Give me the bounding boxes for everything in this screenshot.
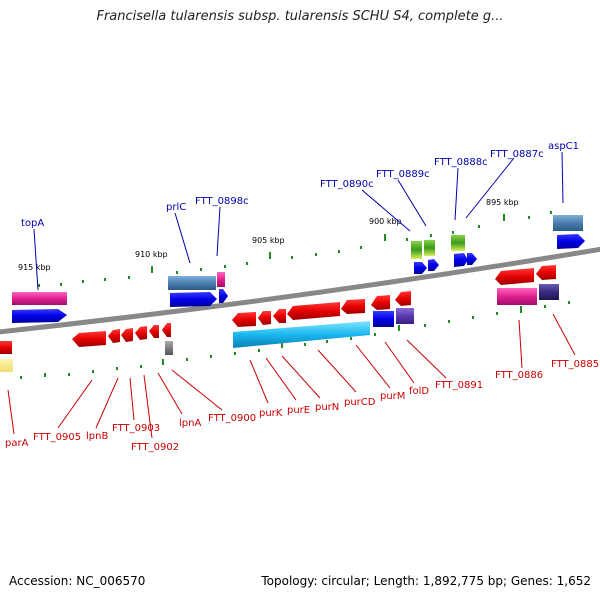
scale-tick-915: 915 kbp	[18, 263, 51, 272]
gene-FTT_0891-annotation	[396, 308, 414, 324]
genome-backbone	[0, 246, 600, 335]
gene-FTT_0885[interactable]	[536, 265, 556, 280]
label-purN[interactable]: purN	[315, 402, 339, 413]
label-prlC[interactable]: prlC	[166, 202, 186, 213]
gene-folD[interactable]	[371, 295, 390, 310]
gene-FTT_0889c-annotation	[424, 240, 435, 256]
gene-FTT_0898c[interactable]	[219, 289, 228, 303]
label-aspC1[interactable]: aspC1	[548, 141, 579, 152]
topology-text: Topology: circular; Length: 1,892,775 bp…	[261, 574, 591, 588]
accession-text: Accession: NC_006570	[9, 574, 146, 588]
bottom-strand-genes	[0, 265, 559, 372]
gene-FTT_0887c[interactable]	[467, 253, 477, 265]
gene-FTT_0890c[interactable]	[414, 262, 427, 274]
gene-purE[interactable]	[258, 311, 271, 325]
label-FTT_0890c[interactable]: FTT_0890c	[320, 179, 374, 190]
gene-FTT_0902[interactable]	[135, 326, 147, 340]
gene-parA-annotation	[0, 359, 13, 372]
label-FTT_0898c[interactable]: FTT_0898c	[195, 196, 249, 207]
gene-FTT_0889c[interactable]	[428, 259, 439, 271]
gene-parA[interactable]	[0, 341, 12, 354]
label-topA[interactable]: topA	[21, 218, 44, 229]
label-FTT_0905[interactable]: FTT_0905	[33, 432, 81, 443]
label-parA[interactable]: parA	[5, 438, 29, 449]
label-FTT_0886[interactable]: FTT_0886	[495, 370, 543, 381]
label-FTT_0889c[interactable]: FTT_0889c	[376, 169, 430, 180]
gene-FTT_0890c-annotation	[411, 241, 422, 259]
gene-prlC-annotation	[168, 276, 216, 290]
gene-topA-annotation	[12, 292, 67, 305]
top-strand-genes	[12, 215, 585, 323]
gene-FTT_0888c-annotation	[451, 235, 465, 251]
gene-FTT_0886-annotation	[497, 288, 537, 305]
gene-pur-annotations	[233, 321, 370, 348]
gene-FTT_0885-annotation	[539, 284, 559, 300]
gene-FTT_0900-annotation	[165, 341, 173, 355]
gene-prlC[interactable]	[170, 292, 217, 307]
gene-purCD[interactable]	[287, 302, 340, 320]
gene-FTT_0888c[interactable]	[454, 253, 468, 267]
label-purCD[interactable]: purCD	[344, 397, 376, 408]
ruler-bottom	[20, 301, 570, 379]
map-title: Francisella tularensis subsp. tularensis…	[96, 9, 504, 24]
label-FTT_0888c[interactable]: FTT_0888c	[434, 157, 488, 168]
label-purK[interactable]: purK	[259, 408, 283, 419]
label-FTT_0903[interactable]: FTT_0903	[112, 423, 160, 434]
gene-FTT_0903[interactable]	[121, 328, 133, 342]
gene-lpnB[interactable]	[108, 329, 120, 343]
label-folD[interactable]: folD	[409, 386, 429, 397]
top-leader-lines	[33, 151, 564, 291]
scale-tick-900: 900 kbp	[369, 217, 402, 226]
gene-FTT_0900[interactable]	[162, 323, 171, 337]
gene-aspC1-annotation	[553, 215, 583, 231]
label-FTT_0902[interactable]: FTT_0902	[131, 442, 179, 453]
gene-topA[interactable]	[12, 309, 67, 323]
label-purE[interactable]: purE	[287, 405, 310, 416]
gene-lpnA[interactable]	[149, 325, 159, 338]
label-FTT_0900[interactable]: FTT_0900	[208, 413, 256, 424]
gene-FTT_0905[interactable]	[72, 331, 106, 347]
label-purM[interactable]: purM	[380, 391, 405, 402]
gene-FTT_0891[interactable]	[395, 291, 411, 306]
ruler-top	[38, 211, 552, 287]
gene-purM[interactable]	[341, 299, 365, 314]
label-FTT_0885[interactable]: FTT_0885	[551, 359, 599, 370]
gene-FTT_0898c-annotation	[217, 272, 225, 287]
scale-tick-895: 895 kbp	[486, 198, 519, 207]
gene-aspC1[interactable]	[557, 234, 585, 249]
gene-FTT_0886[interactable]	[495, 268, 534, 285]
label-lpnA[interactable]: lpnA	[179, 418, 201, 429]
scale-tick-905: 905 kbp	[252, 236, 285, 245]
scale-tick-910: 910 kbp	[135, 250, 168, 259]
bottom-leader-lines	[7, 313, 576, 439]
gene-purN[interactable]	[273, 309, 286, 323]
label-FTT_0891[interactable]: FTT_0891	[435, 380, 483, 391]
gene-purK[interactable]	[232, 312, 256, 327]
label-FTT_0887c[interactable]: FTT_0887c	[490, 149, 544, 160]
gene-folD-annotation	[373, 311, 394, 327]
label-lpnB[interactable]: lpnB	[86, 431, 108, 442]
